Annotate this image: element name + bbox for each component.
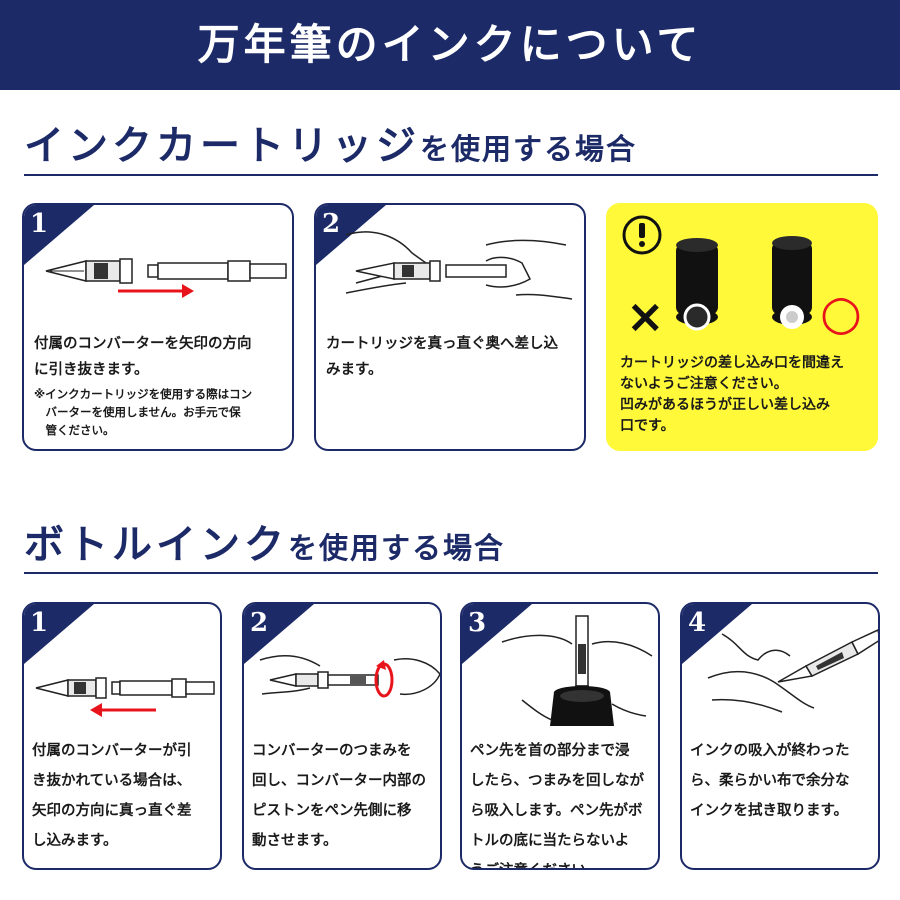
- pen-converter-insert-illustration: [35, 677, 215, 717]
- bottle-step-1-card: 1 付属のコンバーターが引 き抜かれている場合は、 矢印の方向に真っ直ぐ差 し込…: [22, 602, 222, 870]
- step-instruction: 付属のコンバーターが引 き抜かれている場合は、 矢印の方向に真っ直ぐ差 し込みま…: [32, 743, 192, 849]
- cartridge-orientation-illustration: [622, 215, 812, 331]
- step-number: 1: [30, 608, 49, 638]
- step-instruction: 付属のコンバーターを矢印の方向 に引き抜きます。: [34, 336, 252, 378]
- bottle-title-suffix: を使用する場合: [288, 531, 506, 565]
- cartridge-section-title: インクカートリッジを使用する場合: [24, 118, 878, 176]
- cartridge-step-2-card: 2 カートリッジを真っ直ぐ奥へ差し込 みます。: [314, 203, 586, 451]
- wipe-with-cloth-illustration: [707, 629, 878, 713]
- exclamation-icon: [622, 215, 662, 255]
- fill-from-bottle-illustration: [501, 615, 653, 726]
- hands-insert-cartridge-illustration: [345, 231, 573, 300]
- cartridge-caution-card: × ○ カートリッジの差し込み口を間違え ないようご注意ください。 凹みがあるほ…: [606, 203, 878, 451]
- pen-converter-pull-illustration: [45, 258, 287, 298]
- step-instruction: ペン先を首の部分まで浸 したら、つまみを回しなが ら吸入します。ペン先がボ トル…: [470, 743, 644, 868]
- bottle-title-main: ボトルインク: [24, 521, 288, 568]
- correct-mark: ○: [820, 285, 862, 341]
- cartridge-title-suffix: を使用する場合: [420, 132, 638, 166]
- step-number: 1: [30, 209, 49, 239]
- bottle-step-3-card: 3 ペン先を首の部分まで浸 したら、つまみを回しなが ら吸入します。ペン先がボ …: [460, 602, 660, 870]
- cartridge-title-main: インクカートリッジ: [24, 122, 420, 169]
- twist-converter-illustration: [259, 655, 440, 698]
- step-number: 4: [688, 608, 707, 638]
- step-number: 2: [250, 608, 269, 638]
- caution-text: カートリッジの差し込み口を間違え ないようご注意ください。 凹みがあるほうが正し…: [620, 355, 844, 434]
- wrong-mark: ×: [626, 289, 665, 343]
- bottle-step-2-card: 2 コンバーターのつまみを 回し、コンバーター内部の ピストンをペン先側に移 動…: [242, 602, 442, 870]
- bottle-step-4-card: 4 インクの吸入が終わった ら、柔らかい布で余分な インクを拭き取ります。: [680, 602, 880, 870]
- step-number: 2: [322, 209, 341, 239]
- step-instruction: カートリッジを真っ直ぐ奥へ差し込 みます。: [326, 336, 558, 378]
- step-instruction: コンバーターのつまみを 回し、コンバーター内部の ピストンをペン先側に移 動させ…: [252, 743, 426, 849]
- step-note: ※インクカートリッジを使用する際はコン バーターを使用しません。お手元で保 管く…: [34, 387, 253, 437]
- bottle-section-title: ボトルインクを使用する場合: [24, 518, 878, 574]
- step-instruction: インクの吸入が終わった ら、柔らかい布で余分な インクを拭き取ります。: [690, 743, 850, 819]
- page-banner: 万年筆のインクについて: [0, 0, 900, 90]
- cartridge-step-1-card: 1 付属のコンバーターを矢印の方向 に引き抜きます。 ※インクカートリッジを使用…: [22, 203, 294, 451]
- step-number: 3: [468, 608, 487, 638]
